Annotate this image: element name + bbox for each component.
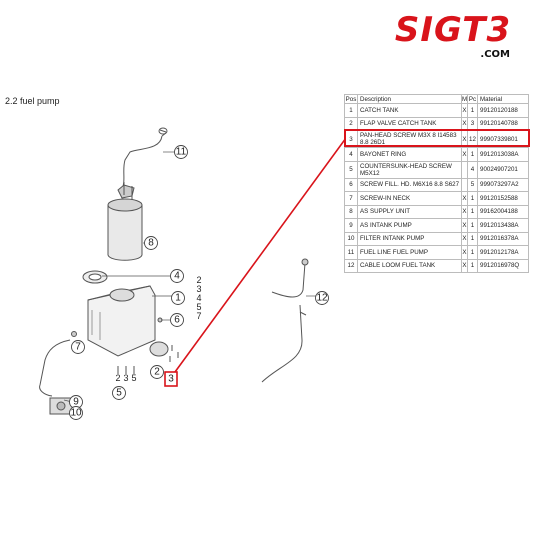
row-pcs: 1 xyxy=(467,258,478,273)
row-pos: 2 xyxy=(344,116,358,131)
screw-label: 5 xyxy=(131,373,136,383)
row-material[interactable]: 9912013038A xyxy=(477,147,529,162)
screw-label: 2 xyxy=(115,373,120,383)
row-material[interactable]: 9912016978Q xyxy=(477,258,529,273)
row-description: COUNTERSUNK-HEAD SCREW M5X12 xyxy=(357,160,462,179)
callout-9[interactable]: 9 xyxy=(73,397,79,408)
highlight-connector xyxy=(174,138,345,373)
row-description: AS SUPPLY UNIT xyxy=(357,204,462,219)
table-row[interactable]: 11 FUEL LINE FUEL PUMP X 1 9912012178A xyxy=(344,245,529,260)
row-material[interactable]: 99907339801 xyxy=(477,130,529,148)
highlight-callout-box xyxy=(164,371,178,387)
row-material[interactable]: 99120120188 xyxy=(477,103,529,118)
row-pcs: 12 xyxy=(467,130,478,148)
row-description: AS INTANK PUMP xyxy=(357,218,462,233)
row-pcs: 1 xyxy=(467,147,478,162)
row-description: FILTER INTANK PUMP xyxy=(357,231,462,246)
row-material[interactable]: 9912013438A xyxy=(477,218,529,233)
row-pcs: 3 xyxy=(467,116,478,131)
callout-1[interactable]: 1 xyxy=(175,293,181,304)
table-row[interactable]: 10 FILTER INTANK PUMP X 1 9912016378A xyxy=(344,231,529,246)
table-row[interactable]: 7 SCREW-IN NECK X 1 99120152588 xyxy=(344,191,529,206)
screw-in-neck-drawing xyxy=(39,339,71,397)
parts-table: Pos Description M Pc Material 1 CATCH TA… xyxy=(344,94,529,273)
callout-list-item: 7 xyxy=(196,311,201,321)
callout-4[interactable]: 4 xyxy=(174,271,180,282)
row-description: CATCH TANK xyxy=(357,103,462,118)
row-material[interactable]: 99120140788 xyxy=(477,116,529,131)
row-pos: 6 xyxy=(344,177,358,192)
callout-6[interactable]: 6 xyxy=(174,315,180,326)
row-material[interactable]: 999073297A2 xyxy=(477,177,529,192)
callout-8[interactable]: 8 xyxy=(148,238,154,249)
header-description: Description xyxy=(357,94,462,104)
row-pcs: 1 xyxy=(467,231,478,246)
logo-domain: .COM xyxy=(480,49,510,60)
header-pcs: Pc xyxy=(467,94,478,104)
row-pcs: 1 xyxy=(467,218,478,233)
row-pos: 7 xyxy=(344,191,358,206)
cable-loom-drawing xyxy=(261,262,306,383)
table-row[interactable]: 12 CABLE LOOM FUEL TANK X 1 9912016978Q xyxy=(344,258,529,273)
table-row[interactable]: 4 BAYONET RING X 1 9912013038A xyxy=(344,147,529,162)
table-row[interactable]: 5 COUNTERSUNK-HEAD SCREW M5X12 4 9002490… xyxy=(344,160,529,179)
callout-11[interactable]: 11 xyxy=(176,147,187,158)
table-row[interactable]: 9 AS INTANK PUMP X 1 9912013438A xyxy=(344,218,529,233)
screw-label: 3 xyxy=(123,373,128,383)
fuel-line-drawing xyxy=(121,135,163,191)
row-material[interactable]: 99120152588 xyxy=(477,191,529,206)
row-pos: 9 xyxy=(344,218,358,233)
row-pos: 10 xyxy=(344,231,358,246)
row-description: PAN-HEAD SCREW M3X 8 I14583 8.8 26D1 xyxy=(357,130,462,148)
table-header-row: Pos Description M Pc Material xyxy=(344,94,529,104)
row-pos: 4 xyxy=(344,147,358,162)
callout-10[interactable]: 10 xyxy=(70,408,82,419)
row-pos: 5 xyxy=(344,160,358,179)
callout-12[interactable]: 12 xyxy=(316,293,328,304)
row-description: FLAP VALVE CATCH TANK xyxy=(357,116,462,131)
row-description: BAYONET RING xyxy=(357,147,462,162)
section-title: 2.2 fuel pump xyxy=(5,96,60,106)
row-pcs: 5 xyxy=(467,177,478,192)
row-pcs: 1 xyxy=(467,191,478,206)
row-description: SCREW FILL. HD. M6X16 8.8 S627 xyxy=(357,177,462,192)
row-material[interactable]: 9912012178A xyxy=(477,245,529,260)
row-pos: 1 xyxy=(344,103,358,118)
row-pos: 8 xyxy=(344,204,358,219)
row-pos: 11 xyxy=(344,245,358,260)
row-description: SCREW-IN NECK xyxy=(357,191,462,206)
row-pcs: 1 xyxy=(467,103,478,118)
logo-wordmark: SIGT3 xyxy=(394,10,512,50)
callout-7[interactable]: 7 xyxy=(75,342,81,353)
row-description: CABLE LOOM FUEL TANK xyxy=(357,258,462,273)
row-pcs: 1 xyxy=(467,245,478,260)
brand-logo[interactable]: SIGT3 .COM xyxy=(392,12,514,62)
header-m: M xyxy=(461,94,468,104)
row-material[interactable]: 99162004188 xyxy=(477,204,529,219)
callout-3[interactable]: 3 xyxy=(168,374,174,385)
row-pcs: 1 xyxy=(467,204,478,219)
header-pos: Pos xyxy=(344,94,358,104)
table-row[interactable]: 8 AS SUPPLY UNIT X 1 99162004188 xyxy=(344,204,529,219)
exploded-parts-diagram: 11 8 4 1 6 7 2 3 5 9 10 12 2 3 4 5 7 2 3… xyxy=(39,127,345,420)
callout-list-item: 4 xyxy=(196,293,201,303)
row-material[interactable]: 90024907201 xyxy=(477,160,529,179)
callout-2[interactable]: 2 xyxy=(154,367,160,378)
callout-list-item: 3 xyxy=(196,284,201,294)
table-row-highlighted[interactable]: 3 PAN-HEAD SCREW M3X 8 I14583 8.8 26D1 X… xyxy=(344,130,529,148)
table-row[interactable]: 1 CATCH TANK X 1 99120120188 xyxy=(344,103,529,118)
callout-list-item: 2 xyxy=(196,275,201,285)
table-row[interactable]: 2 FLAP VALVE CATCH TANK X 3 99120140788 xyxy=(344,116,529,131)
row-material[interactable]: 9912016378A xyxy=(477,231,529,246)
table-row[interactable]: 6 SCREW FILL. HD. M6X16 8.8 S627 5 99907… xyxy=(344,177,529,192)
row-pos: 3 xyxy=(344,130,358,148)
row-pcs: 4 xyxy=(467,160,478,179)
row-pos: 12 xyxy=(344,258,358,273)
callout-5[interactable]: 5 xyxy=(116,388,122,399)
callout-list-item: 5 xyxy=(196,302,201,312)
header-material: Material xyxy=(477,94,529,104)
row-description: FUEL LINE FUEL PUMP xyxy=(357,245,462,260)
